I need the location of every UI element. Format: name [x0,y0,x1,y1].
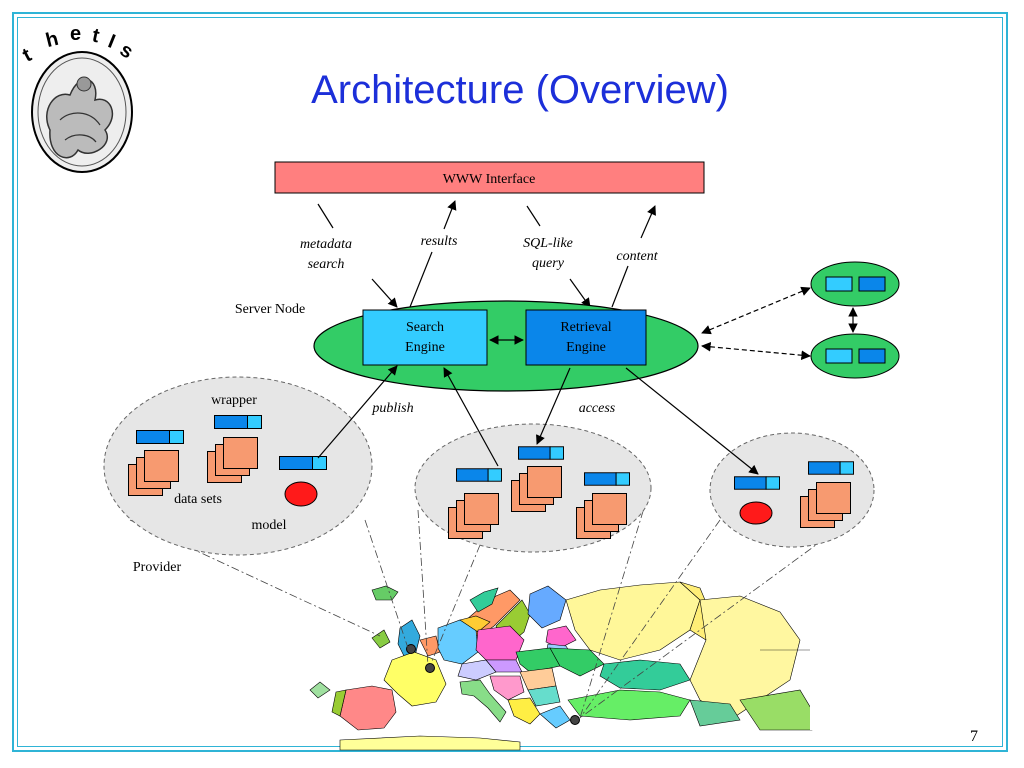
dataset-stack-icon [207,437,258,483]
wrapper-icon [518,446,564,460]
wrapper-icon [279,456,327,470]
wrapper-icon [734,476,780,490]
retrieval-engine-box [525,309,647,366]
dataset-stack-icon [800,482,851,528]
provider-map-connectors [129,494,851,719]
logo-letter: t [19,44,36,67]
search-engine-label: Search [406,320,444,335]
www-interface-box [274,161,705,194]
sql-like-query-label: SQL-like [523,236,573,251]
metadata-search-label: metadata [300,237,352,252]
metadata-search-label: search [308,257,345,272]
peer-link-arrow [701,342,811,360]
wrapper-icon [136,430,184,444]
search-engine-box [362,309,488,366]
provider-label: Provider [133,560,182,575]
logo-letter: s [116,39,137,64]
model-dot-icon [284,481,318,507]
search-engine-label: Engine [405,340,445,355]
retrieval-engine-label: Engine [566,340,606,355]
logo-letter: t [90,24,101,47]
peer-link-arrow [701,286,811,335]
dataset-stack-icon [511,466,562,512]
results-label: results [421,234,458,249]
slide-title: Architecture (Overview) [311,68,729,112]
dataset-stack-icon [576,493,627,539]
retrieval-engine-label: Retrieval [560,320,611,335]
www-interface-label: WWW Interface [443,172,536,187]
slide-frame [12,12,1008,752]
server-node-label: Server Node [235,302,305,317]
model-label: model [252,518,287,533]
access-label: access [579,401,616,416]
thetis-logo: t h e t I s [19,23,137,173]
www-flow-arrows [317,200,656,308]
sql-like-query-label: query [532,256,565,271]
peer-server-node [810,333,900,379]
data-sets-label: data sets [174,492,222,507]
publish-access-arrows [317,365,759,475]
logo-figure-icon [46,78,114,159]
model-dot-icon [739,501,773,525]
europe-map [309,581,814,751]
dataset-stack-icon [448,493,499,539]
logo-letter: e [70,23,81,45]
wrapper-icon [808,461,854,475]
map-marker [425,663,435,673]
wrapper-icon [584,472,630,486]
peer-server-node [810,261,900,307]
logo-letter: h [44,28,61,52]
wrapper-label: wrapper [211,393,257,408]
content-label: content [616,249,658,264]
map-marker [406,644,416,654]
page-number: 7 [970,728,978,745]
map-marker [570,715,580,725]
logo-letter: I [105,30,118,52]
publish-label: publish [371,401,413,416]
wrapper-icon [456,468,502,482]
wrapper-icon [214,415,262,429]
dataset-stack-icon [128,450,179,496]
